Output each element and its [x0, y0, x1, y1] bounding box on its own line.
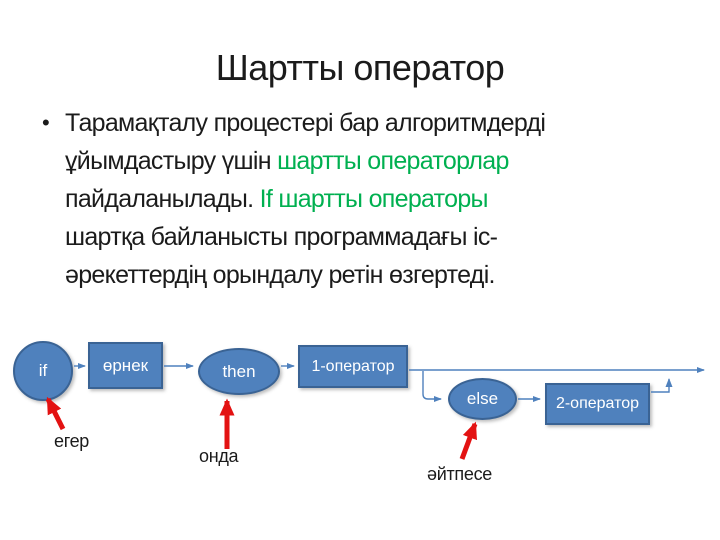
bullet-marker: •	[42, 110, 50, 135]
node-label: 1-оператор	[311, 357, 395, 375]
paragraph-line-2: ұйымдастыру үшін шартты операторлар	[65, 147, 509, 175]
pointer-arrow-eger	[45, 396, 66, 431]
flowchart-node-ornek: өрнек	[88, 342, 163, 389]
node-label: if	[38, 361, 48, 380]
paragraph-line-1: Тарамақталу процестері бар алгоритмдерді	[65, 109, 546, 137]
node-label: then	[222, 361, 256, 381]
pointer-arrow-aytpese	[459, 421, 478, 460]
flowchart-node-if: if	[13, 341, 73, 401]
paragraph-line-5: әрекеттердің орындалу ретін өзгертеді.	[65, 261, 495, 289]
flowchart-node-else: else	[448, 378, 517, 420]
slide-title: Шартты оператор	[215, 47, 505, 88]
paragraph: Тарамақталу процестері бар алгоритмдерді…	[65, 104, 546, 294]
flowchart-node-operator1: 1-оператор	[298, 345, 408, 388]
node-label: else	[466, 389, 499, 408]
flowchart-node-operator2: 2-оператор	[545, 383, 650, 425]
node-label: өрнек	[102, 355, 149, 375]
body-text-block: • Тарамақталу процестері бар алгоритмдер…	[42, 104, 546, 294]
paragraph-line-4: шартқа байланысты программадағы іс-	[65, 223, 498, 251]
highlight-green-text: шартты операторлар	[277, 147, 509, 175]
connector-operator2-rejoin	[651, 378, 673, 393]
annotation-aytpese: әйтпесе	[427, 464, 492, 484]
annotation-eger: егер	[54, 431, 90, 451]
annotation-onda: онда	[199, 446, 239, 466]
highlight-green-text: If шартты операторы	[259, 185, 489, 213]
node-label: 2-оператор	[555, 395, 640, 412]
connector-branch-to-else	[422, 371, 442, 402]
paragraph-line-3: пайдаланылады. If шартты операторы	[65, 185, 489, 213]
flowchart-node-then: then	[198, 348, 280, 395]
